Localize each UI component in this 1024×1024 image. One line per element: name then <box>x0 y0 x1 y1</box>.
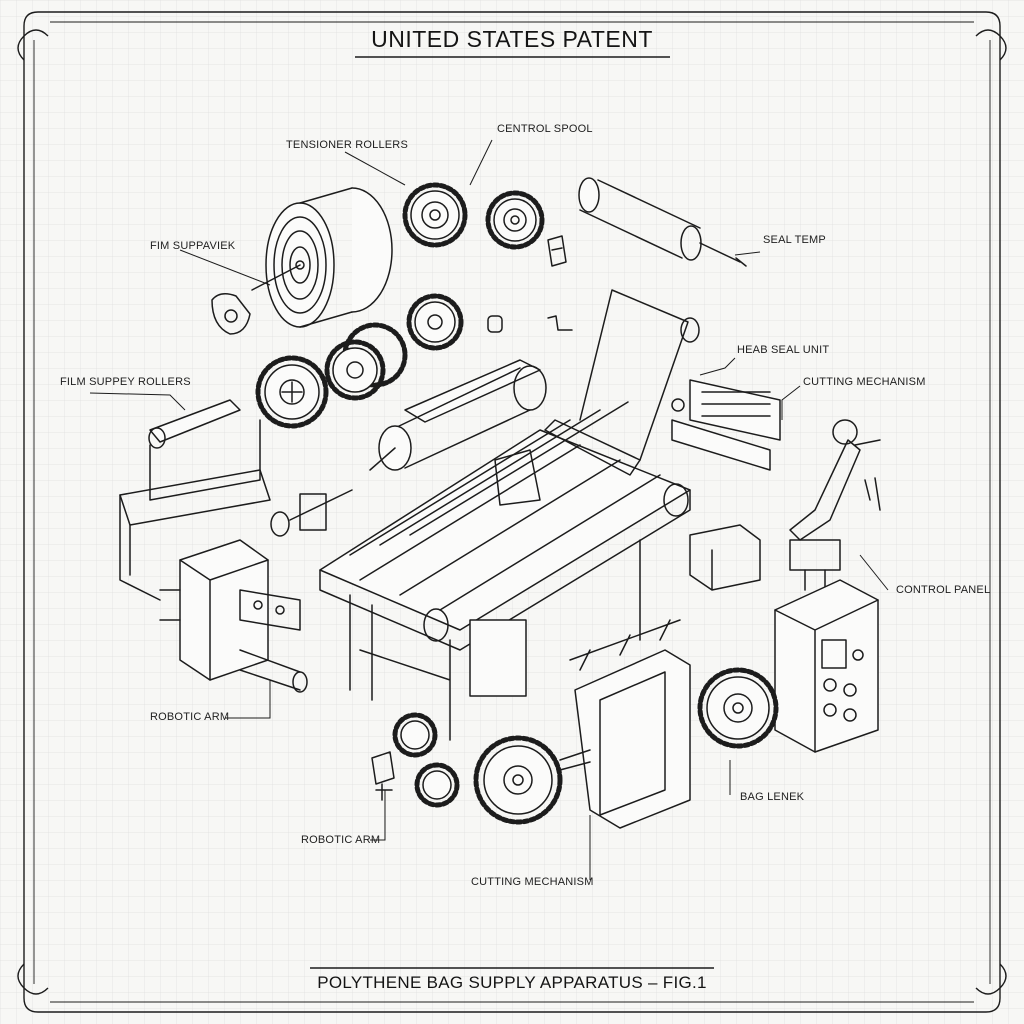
motor-gearbox <box>159 539 308 693</box>
bag-length-gear <box>697 667 779 749</box>
conveyor-roller <box>369 359 547 471</box>
robotic-arm-right <box>789 419 881 591</box>
figure-caption: POLYTHENE BAG SUPPLY APPARATUS – FIG.1 <box>317 973 707 992</box>
label-robotic-arm-left: ROBOTIC ARM <box>150 711 230 723</box>
control-panel-cabinet <box>774 579 879 753</box>
tensioner-gear-top-1 <box>402 182 468 248</box>
film-web <box>579 289 689 461</box>
label-central-spool: CENTROL SPOOL <box>497 123 593 135</box>
middle-gear-cluster <box>255 293 573 429</box>
shaft-part <box>270 489 353 537</box>
label-seal-temp: SEAL TEMP <box>763 234 826 246</box>
label-control-panel: CONTROL PANEL <box>896 584 991 596</box>
bottom-gears <box>392 712 591 825</box>
label-cutting-mechanism-bottom: CUTTING MECHANISM <box>471 876 594 888</box>
leader-lines <box>89 139 889 880</box>
tensioner-gear-top-2 <box>485 190 545 250</box>
film-supply-rollers-stand <box>119 399 271 601</box>
seal-temp-roller <box>578 177 747 267</box>
label-film-supply-rollers: FILM SUPPEY ROLLERS <box>60 376 191 388</box>
film-supply-spool <box>211 187 393 335</box>
ornamental-border <box>17 11 1007 1013</box>
machine-drawing <box>119 177 881 829</box>
label-bag-length: BAG LENEK <box>740 791 805 803</box>
label-heat-seal-unit: HEAB SEAL UNIT <box>737 344 830 356</box>
small-box <box>689 524 761 591</box>
label-cutting-mechanism-right: CUTTING MECHANISM <box>803 376 926 388</box>
heat-seal-unit <box>671 379 781 471</box>
patent-title: UNITED STATES PATENT <box>371 26 653 52</box>
label-film-supply: FIM SUPPAVIEK <box>150 240 236 252</box>
conveyor-table <box>319 401 691 741</box>
label-robotic-arm-bottom: ROBOTIC ARM <box>301 834 381 846</box>
small-clamp <box>371 751 395 801</box>
label-tensioner-rollers: TENSIONER ROLLERS <box>286 139 408 151</box>
cutting-frame <box>569 619 691 829</box>
